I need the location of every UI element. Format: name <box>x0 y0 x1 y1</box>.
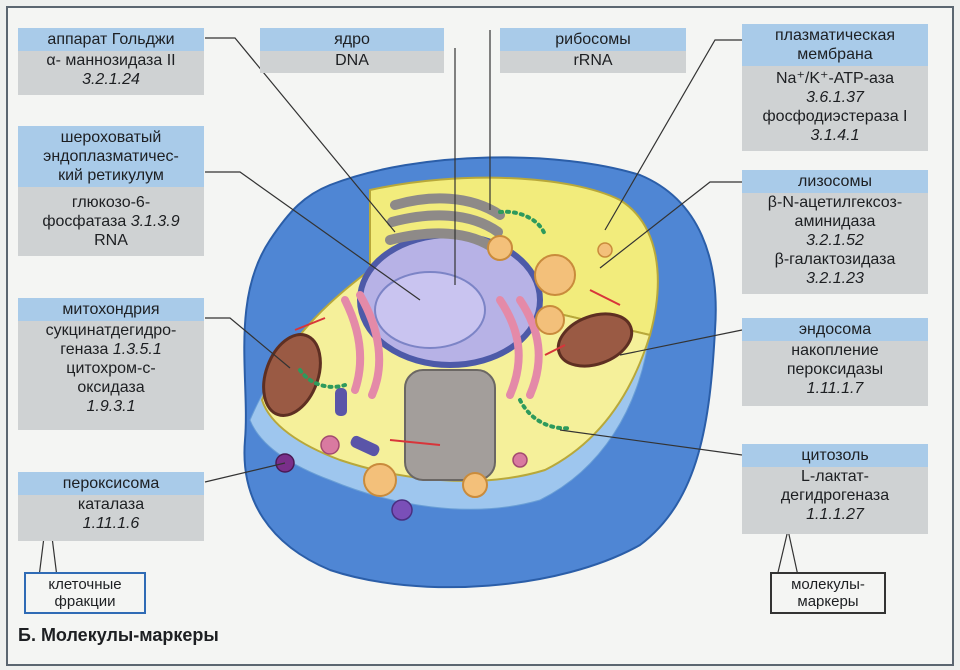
mitochondria-enzyme-2b: оксидаза <box>77 379 145 396</box>
cytosol-code: 1.1.1.27 <box>806 506 864 523</box>
golgi-title: аппарат Гольджи <box>18 28 204 51</box>
cytosol-enzyme-1: L-лактат- <box>801 468 869 485</box>
vesicle-3 <box>363 463 397 497</box>
vesicle-6 <box>512 452 528 468</box>
rough-er-title-line-2: эндоплазматичес- <box>43 148 179 165</box>
ribosome-dots <box>298 209 572 431</box>
mitochondria-enzyme-2a: цитохром-с- <box>66 360 156 377</box>
label-golgi: аппарат Гольджи α- маннозидаза II 3.2.1.… <box>18 28 204 95</box>
label-peroxisome: пероксисома каталаза 1.11.1.6 <box>18 472 204 541</box>
plasma-membrane-title: плазматическая мембрана <box>742 24 928 66</box>
legend-cell-fractions: клеточные фракции <box>24 572 146 614</box>
label-rough-er: шероховатый эндоплазматичес- кий ретикул… <box>18 126 204 256</box>
peroxisome-enzyme: каталаза <box>77 496 145 513</box>
mitochondria-title: митохондрия <box>18 298 204 321</box>
cytosol-enzyme-2: дегидрогеназа <box>780 487 890 504</box>
vesicle-4 <box>462 472 488 498</box>
vesicle-2 <box>535 305 565 335</box>
mitochondrion-right <box>556 312 634 368</box>
rod-1 <box>335 388 347 416</box>
nucleus-marker: DNA <box>335 52 369 69</box>
rough-er-rna: RNA <box>94 232 128 249</box>
label-plasma-membrane: плазматическая мембрана Na⁺/K⁺-ATP-аза 3… <box>742 24 928 151</box>
mitochondria-enzyme-1a: сукцинатдегидро- <box>45 322 177 339</box>
plasma-membrane-code-1: 3.6.1.37 <box>806 89 864 106</box>
lysosomes-enzyme-2: β-галактозидаза <box>774 251 896 268</box>
rough-er-enzyme-2-row: фосфатаза 3.1.3.9 <box>18 212 204 231</box>
plasma-membrane-title-line-1: плазматическая <box>774 27 895 44</box>
legend-marker-molecules: молекулы- маркеры <box>770 572 886 614</box>
vesicle-7 <box>320 435 340 455</box>
mitochondria-code-1: 1.3.5.1 <box>112 341 162 358</box>
legend-cell-fractions-line-2: фракции <box>54 593 116 610</box>
mitochondria-enzyme-1b-row: геназа 1.3.5.1 <box>18 340 204 359</box>
rod-2 <box>350 435 380 457</box>
lysosomes-title: лизосомы <box>742 170 928 193</box>
rough-er-title-line-1: шероховатый <box>60 129 162 146</box>
label-cytosol: цитозоль L-лактат- дегидрогеназа 1.1.1.2… <box>742 444 928 534</box>
plasma-membrane-enzyme-2: фосфодиэстераза I <box>762 108 908 125</box>
peroxisome-code: 1.11.1.6 <box>82 515 140 532</box>
leader-lines <box>37 30 801 586</box>
lysosomes-enzyme-1a: β-N-ацетилгексоз- <box>767 194 903 211</box>
lysosomes-code-2: 3.2.1.23 <box>806 270 864 287</box>
ribosomes-marker: rRNA <box>573 52 613 69</box>
golgi-lower <box>404 369 496 481</box>
label-nucleus: ядро DNA <box>260 28 444 73</box>
ribosomes-title: рибосомы <box>500 28 686 51</box>
endosome-line-1: накопление <box>791 342 879 359</box>
label-ribosomes: рибосомы rRNA <box>500 28 686 73</box>
rough-er-enzyme-1: глюкозо-6- <box>71 194 151 211</box>
plasma-membrane-enzyme-1: Na⁺/K⁺-ATP-аза <box>776 70 894 87</box>
rough-er-code: 3.1.3.9 <box>130 213 180 230</box>
mitochondria-enzyme-1b: геназа <box>60 341 109 358</box>
cytoskeleton <box>294 289 621 446</box>
plasma-membrane-title-line-2: мембрана <box>797 46 873 63</box>
rough-er-enzyme-2: фосфатаза <box>42 213 127 230</box>
endosome-code: 1.11.1.7 <box>806 380 864 397</box>
nucleolus <box>374 271 486 349</box>
legend-marker-molecules-line-1: молекулы- <box>791 576 865 593</box>
peroxisome-title: пероксисома <box>18 472 204 495</box>
rough-er <box>341 291 543 399</box>
vesicle-5 <box>597 242 613 258</box>
golgi-enzyme: α- маннозидаза II <box>46 52 176 69</box>
endosome-line-2: пероксидазы <box>786 361 884 378</box>
rough-er-title: шероховатый эндоплазматичес- кий ретикул… <box>18 126 204 187</box>
plasma-membrane-code-2: 3.1.4.1 <box>810 127 860 144</box>
endosome-title: эндосома <box>742 318 928 341</box>
lysosomes-enzyme-1b: аминидаза <box>794 213 876 230</box>
legend-cell-fractions-line-1: клеточные <box>48 576 122 593</box>
label-mitochondria: митохондрия сукцинатдегидро- геназа 1.3.… <box>18 298 204 430</box>
cytosol-title: цитозоль <box>742 444 928 467</box>
rough-er-title-line-3: кий ретикулум <box>58 167 164 184</box>
nucleus-title: ядро <box>260 28 444 51</box>
figure-caption: Б. Молекулы-маркеры <box>18 625 219 645</box>
label-endosome: эндосома накопление пероксидазы 1.11.1.7 <box>742 318 928 406</box>
lysosome <box>534 254 576 296</box>
lysosomes-code-1: 3.2.1.52 <box>806 232 864 249</box>
legend-marker-molecules-line-2: маркеры <box>797 593 859 610</box>
mitochondria-code-2: 1.9.3.1 <box>86 398 136 415</box>
vesicle-1 <box>487 235 513 261</box>
golgi-code: 3.2.1.24 <box>82 71 140 88</box>
label-lysosomes: лизосомы β-N-ацетилгексоз- аминидаза 3.2… <box>742 170 928 294</box>
vesicle-8 <box>391 499 413 521</box>
